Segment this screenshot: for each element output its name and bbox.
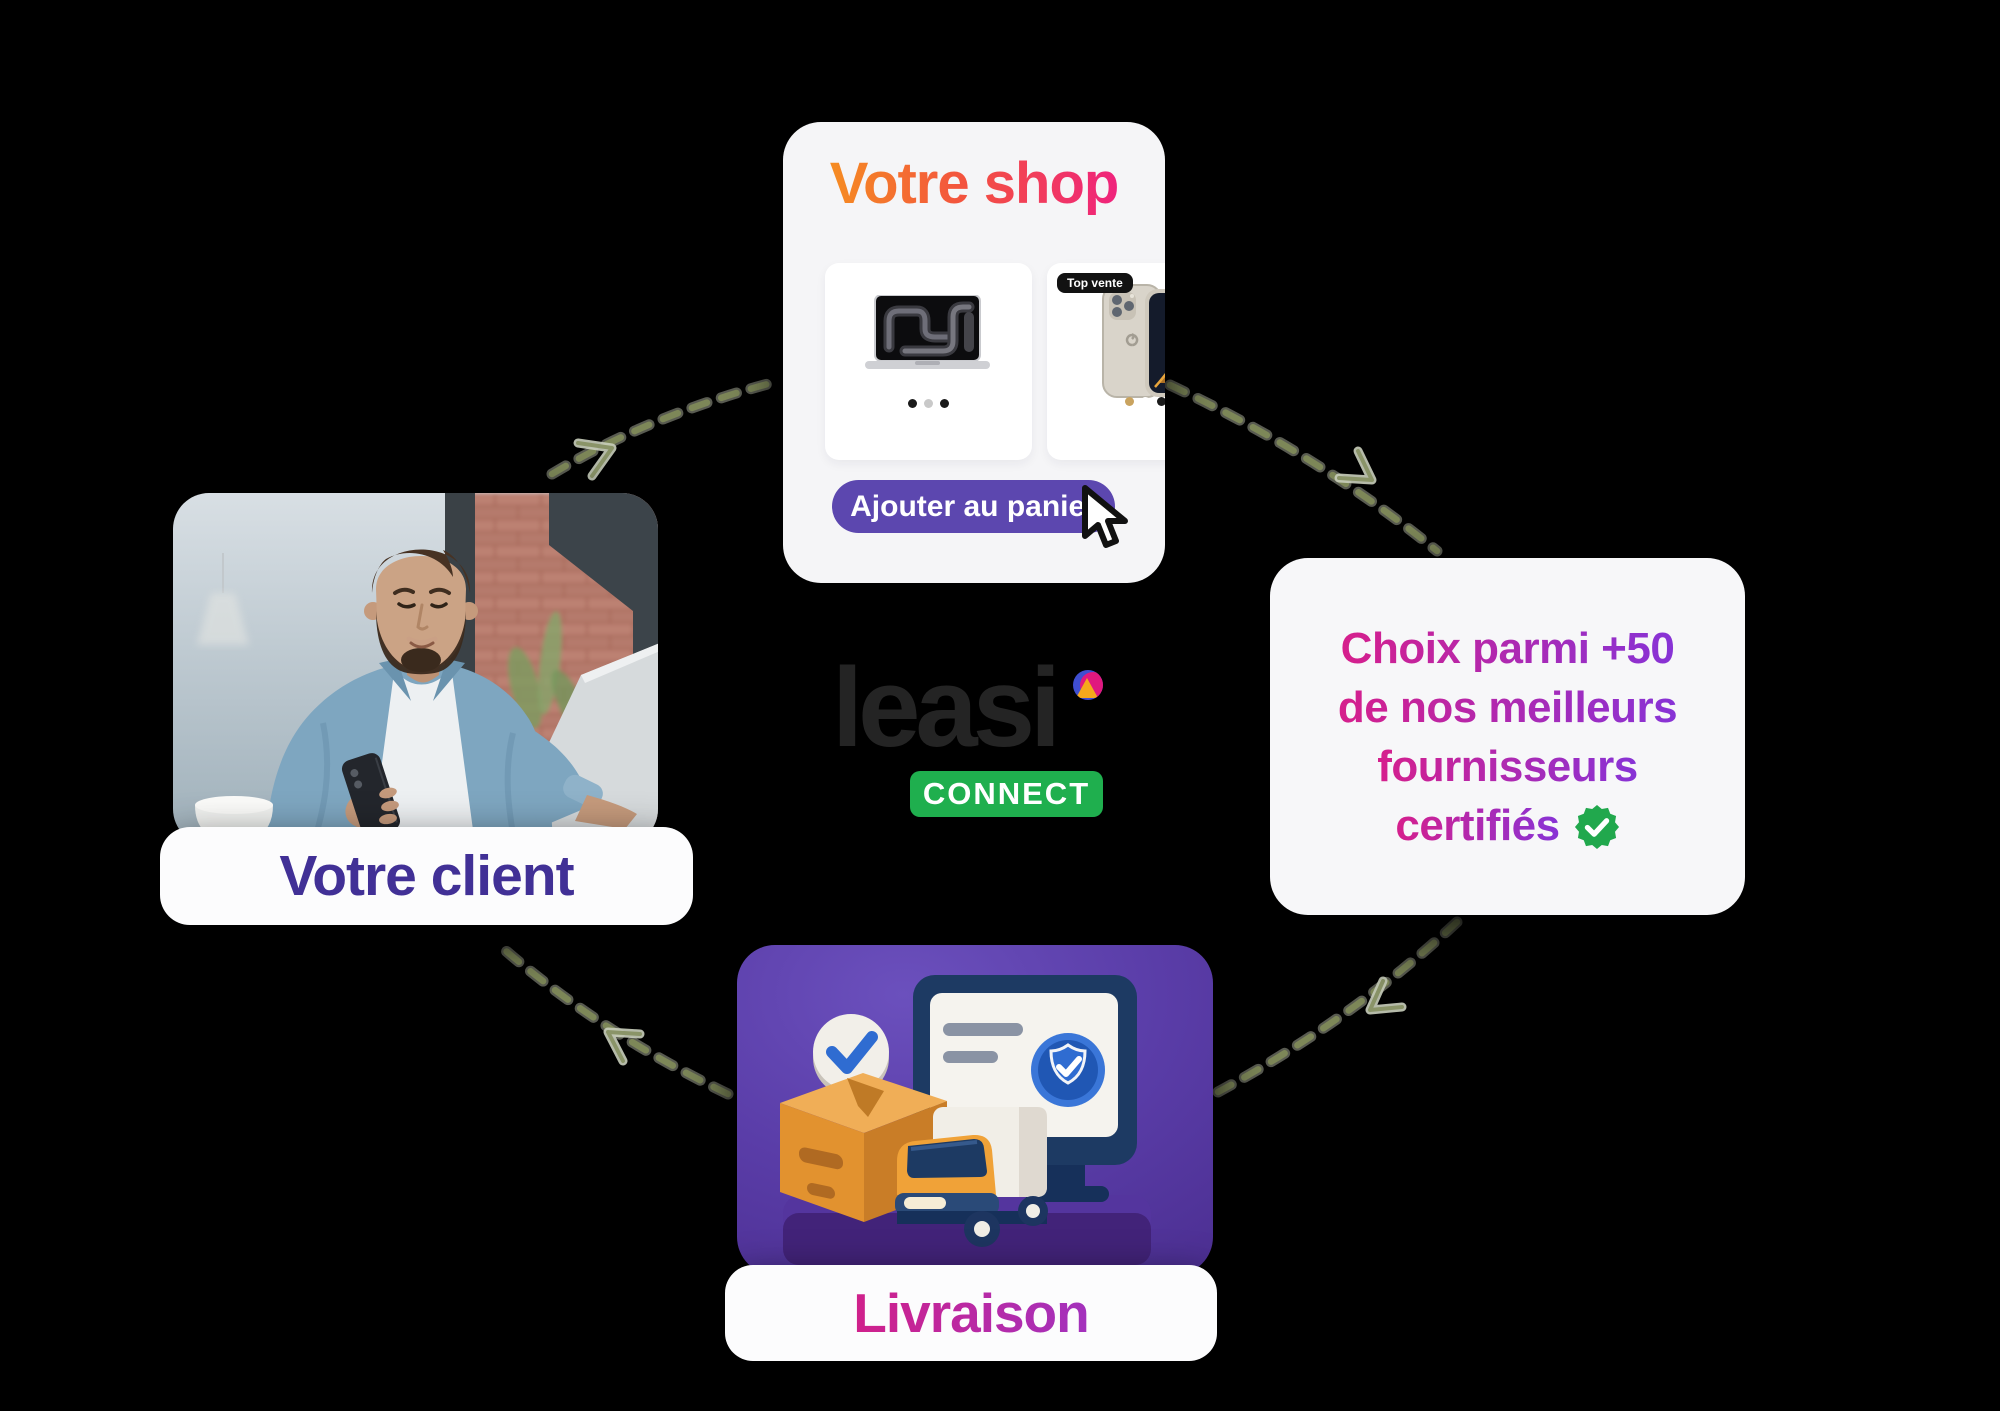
delivery-panel [737, 945, 1213, 1275]
leasi-wordmark: leasi [832, 645, 1061, 770]
client-photo-image [173, 493, 658, 845]
delivery-illustration [780, 975, 1151, 1265]
client-label-bar: Votre client [160, 827, 693, 925]
carousel-dot[interactable] [924, 399, 933, 408]
leasi-logo-mark-icon [1073, 670, 1103, 700]
product-tile-macbook[interactable] [825, 263, 1032, 460]
suppliers-text-line: Choix parmi +50 [1341, 619, 1675, 678]
add-to-cart-button[interactable]: Ajouter au panier [832, 480, 1115, 533]
macbook-image [865, 295, 990, 369]
carousel-dot[interactable] [1157, 397, 1165, 406]
verified-check-icon [1574, 804, 1619, 850]
suppliers-text-line: de nos meilleurs [1338, 678, 1678, 737]
delivery-label-bar: Livraison [725, 1265, 1217, 1361]
connector-arrow-icon [576, 441, 1404, 1063]
suppliers-text-line: certifiés [1395, 796, 1560, 855]
suppliers-text-line: fournisseurs [1377, 737, 1638, 796]
shop-card: Votre shop [783, 122, 1165, 583]
suppliers-card: Choix parmi +50 de nos meilleurs fournis… [1270, 558, 1745, 915]
product-tile-iphone[interactable]: Top vente [1047, 263, 1165, 460]
client-photo [173, 493, 658, 845]
carousel-dot[interactable] [908, 399, 917, 408]
delivery-label: Livraison [725, 1265, 1217, 1361]
shield-check-icon [1031, 1033, 1105, 1107]
shop-card-title: Votre shop [783, 150, 1165, 217]
top-vente-badge: Top vente [1057, 273, 1133, 293]
client-label: Votre client [279, 844, 574, 908]
package-box-icon [780, 1073, 947, 1222]
carousel-dot[interactable] [1141, 397, 1150, 406]
connect-badge: CONNECT [910, 771, 1103, 817]
monitor-icon [913, 975, 1137, 1202]
mouse-cursor-icon [1082, 485, 1128, 548]
carousel-dot[interactable] [940, 399, 949, 408]
add-to-cart-label: Ajouter au panier [850, 489, 1097, 523]
carousel-dots [825, 399, 1032, 408]
carousel-dot[interactable] [1125, 397, 1134, 406]
carousel-dots [1047, 397, 1165, 406]
delivery-truck-icon [895, 1107, 1048, 1247]
iphone-image [1102, 284, 1165, 398]
